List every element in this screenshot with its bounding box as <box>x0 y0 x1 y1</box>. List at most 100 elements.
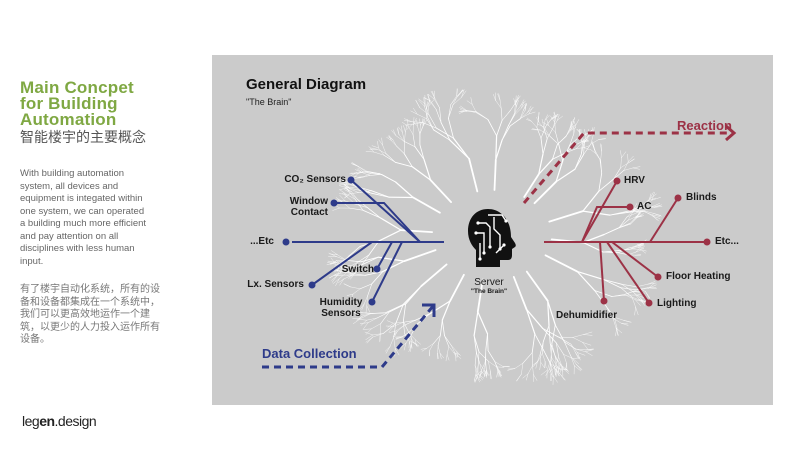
branch-segment <box>645 291 651 299</box>
branch-segment <box>370 323 381 330</box>
branch-segment <box>554 355 560 365</box>
branch-segment <box>339 185 348 189</box>
branch-segment <box>487 350 496 362</box>
branch-segment <box>629 244 638 250</box>
branch-segment <box>523 173 540 198</box>
branch-segment <box>478 373 485 379</box>
branch-segment <box>389 330 397 333</box>
branch-segment <box>547 300 550 327</box>
branch-segment <box>627 216 636 221</box>
branch-segment <box>474 365 479 375</box>
branch-segment <box>365 336 373 343</box>
branch-segment <box>628 158 635 164</box>
branch-segment <box>627 212 633 221</box>
branch-segment <box>631 296 642 302</box>
branch-segment <box>547 358 552 371</box>
server-label-group: Server "The Brain" <box>448 277 530 295</box>
branch-segment <box>605 306 615 318</box>
branch-segment <box>364 331 373 336</box>
branch-segment <box>558 144 564 162</box>
branch-segment <box>574 365 581 372</box>
branch-segment <box>602 250 620 253</box>
branch-segment <box>563 354 567 364</box>
branch-segment <box>582 190 600 212</box>
branch-segment <box>393 337 396 349</box>
branch-segment <box>570 343 578 353</box>
lx-node <box>308 281 316 289</box>
branch-segment <box>555 168 576 183</box>
branch-segment <box>379 217 402 231</box>
branch-segment <box>631 248 641 250</box>
branch-segment <box>573 125 576 135</box>
sensor-nodes <box>282 176 381 306</box>
branch-segment <box>473 335 477 353</box>
branch-segment <box>515 100 517 107</box>
branch-segment <box>404 131 406 142</box>
branch-segment <box>554 122 556 133</box>
branch-segment <box>403 249 437 263</box>
branch-segment <box>514 106 517 115</box>
branch-segment <box>366 317 378 321</box>
branch-segment <box>565 363 567 370</box>
branch-segment <box>403 125 406 133</box>
branch-segment <box>388 303 407 313</box>
branch-segment <box>455 353 462 359</box>
branch-segment <box>638 247 645 250</box>
branch-segment <box>520 99 525 107</box>
branch-segment <box>381 137 383 146</box>
branch-segment <box>618 220 629 229</box>
branch-segment <box>620 150 622 158</box>
branch-segment <box>401 121 409 127</box>
branch-segment <box>635 306 639 315</box>
branch-segment <box>487 119 498 137</box>
branch-segment <box>556 368 560 377</box>
branch-segment <box>344 193 350 199</box>
branch-segment <box>576 270 596 292</box>
branch-segment <box>551 357 558 367</box>
branch-segment <box>389 337 394 347</box>
branch-segment <box>654 204 662 208</box>
branch-segment <box>637 245 644 249</box>
branch-segment <box>528 111 536 115</box>
branch-segment <box>633 291 640 300</box>
branch-segment <box>572 334 584 338</box>
branch-segment <box>626 212 637 218</box>
branch-segment <box>385 346 391 354</box>
branch-segment <box>631 244 641 250</box>
branch-segment <box>359 319 367 321</box>
branch-segment <box>521 103 526 109</box>
branch-segment <box>452 137 470 160</box>
branch-segment <box>345 187 352 193</box>
branch-segment <box>360 254 370 267</box>
branch-segment <box>402 303 407 322</box>
branch-segment <box>532 128 541 131</box>
lx-line <box>311 241 373 286</box>
branch-segment <box>429 343 434 351</box>
branch-segment <box>485 333 488 351</box>
branch-segment <box>623 167 634 171</box>
branch-segment <box>402 320 416 323</box>
branch-segment <box>349 309 359 315</box>
dehumidifier-node <box>600 297 608 305</box>
branch-segment <box>369 174 382 176</box>
branch-segment <box>512 275 528 311</box>
branch-segment <box>433 129 451 141</box>
branch-segment <box>448 104 452 119</box>
branch-segment <box>544 254 579 273</box>
branch-segment <box>339 194 346 202</box>
branch-segment <box>340 255 350 264</box>
branch-segment <box>378 229 402 242</box>
branch-segment <box>332 207 340 211</box>
branch-segment <box>415 99 421 108</box>
branch-segment <box>575 119 580 126</box>
branch-segment <box>336 267 346 276</box>
ac-line <box>581 206 630 243</box>
co2-line <box>350 179 421 243</box>
branch-segment <box>621 284 637 288</box>
branch-segment <box>513 98 516 105</box>
branch-segment <box>583 334 593 336</box>
branch-segment <box>403 153 413 168</box>
hrv-line <box>581 180 618 243</box>
branch-segment <box>357 171 368 174</box>
branch-segment <box>584 135 589 144</box>
